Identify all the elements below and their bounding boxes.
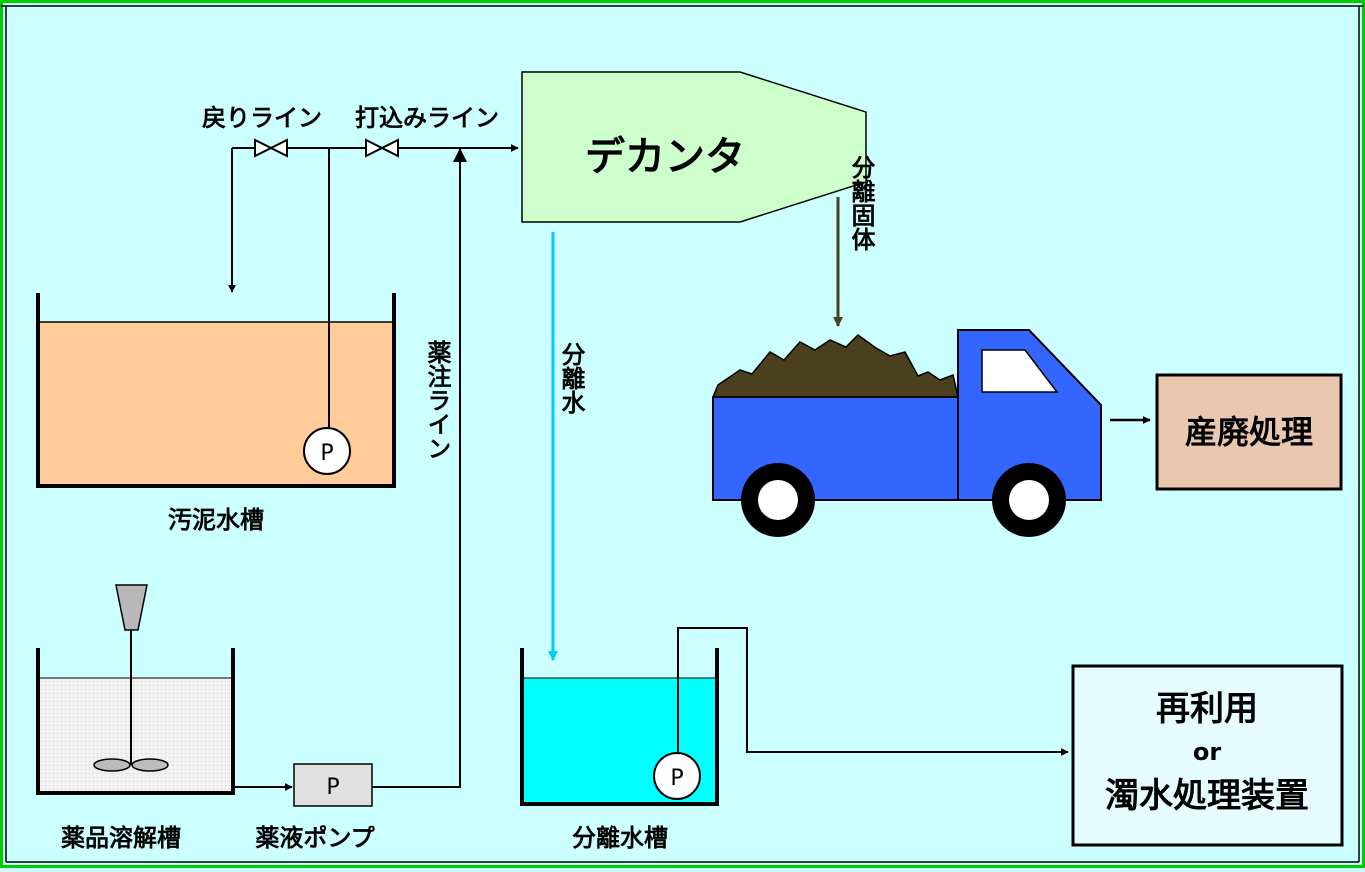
dump-truck-icon	[711, 329, 1102, 537]
chem-pump-icon[interactable]: P	[293, 763, 373, 807]
return-line-label: 戻りライン	[202, 104, 322, 132]
industrial-waste-label: 産廃処理	[1185, 413, 1313, 451]
sludge-tank-label: 汚泥水槽	[168, 506, 264, 534]
svg-text:P: P	[320, 441, 333, 466]
industrial-waste-box	[1155, 373, 1343, 491]
separated-water-tank-walls	[520, 648, 719, 806]
separated-water-label: 分離水	[557, 342, 585, 415]
chem-liquid	[38, 678, 233, 793]
turbid-water-treatment-label: 濁水処理装置	[1105, 776, 1309, 816]
chem-injection-pipe	[372, 148, 461, 788]
chem-line-label: 薬注ライン	[423, 340, 451, 460]
chem-tank-walls	[36, 648, 235, 795]
agitator-icon	[93, 584, 169, 772]
decanter-body	[521, 71, 867, 223]
sludge-tank-walls	[36, 293, 396, 488]
reuse-label: 再利用	[1156, 689, 1258, 729]
or-label: or	[1193, 738, 1221, 766]
svg-text:P: P	[326, 775, 339, 800]
separated-water-tank-label: 分離水槽	[572, 824, 668, 852]
decanter-label: デカンタ	[585, 134, 745, 180]
feed-line-label: 打込みライン	[355, 104, 499, 132]
return-valve-icon[interactable]	[254, 138, 288, 158]
truck-window	[981, 349, 1059, 393]
separated-water-outlet-pipe	[677, 627, 1069, 756]
chem-tank-label: 薬品溶解槽	[61, 824, 181, 852]
sludge-pump-icon[interactable]: P	[303, 427, 351, 475]
separated-solid-label: 分離固体	[847, 155, 875, 251]
chem-pump-label: 薬液ポンプ	[255, 824, 375, 852]
reuse-box	[1071, 664, 1344, 847]
separated-water-pump-icon[interactable]: P	[653, 752, 701, 800]
svg-text:P: P	[670, 766, 683, 791]
soil-load	[711, 334, 959, 398]
feed-valve-icon[interactable]	[365, 138, 399, 158]
